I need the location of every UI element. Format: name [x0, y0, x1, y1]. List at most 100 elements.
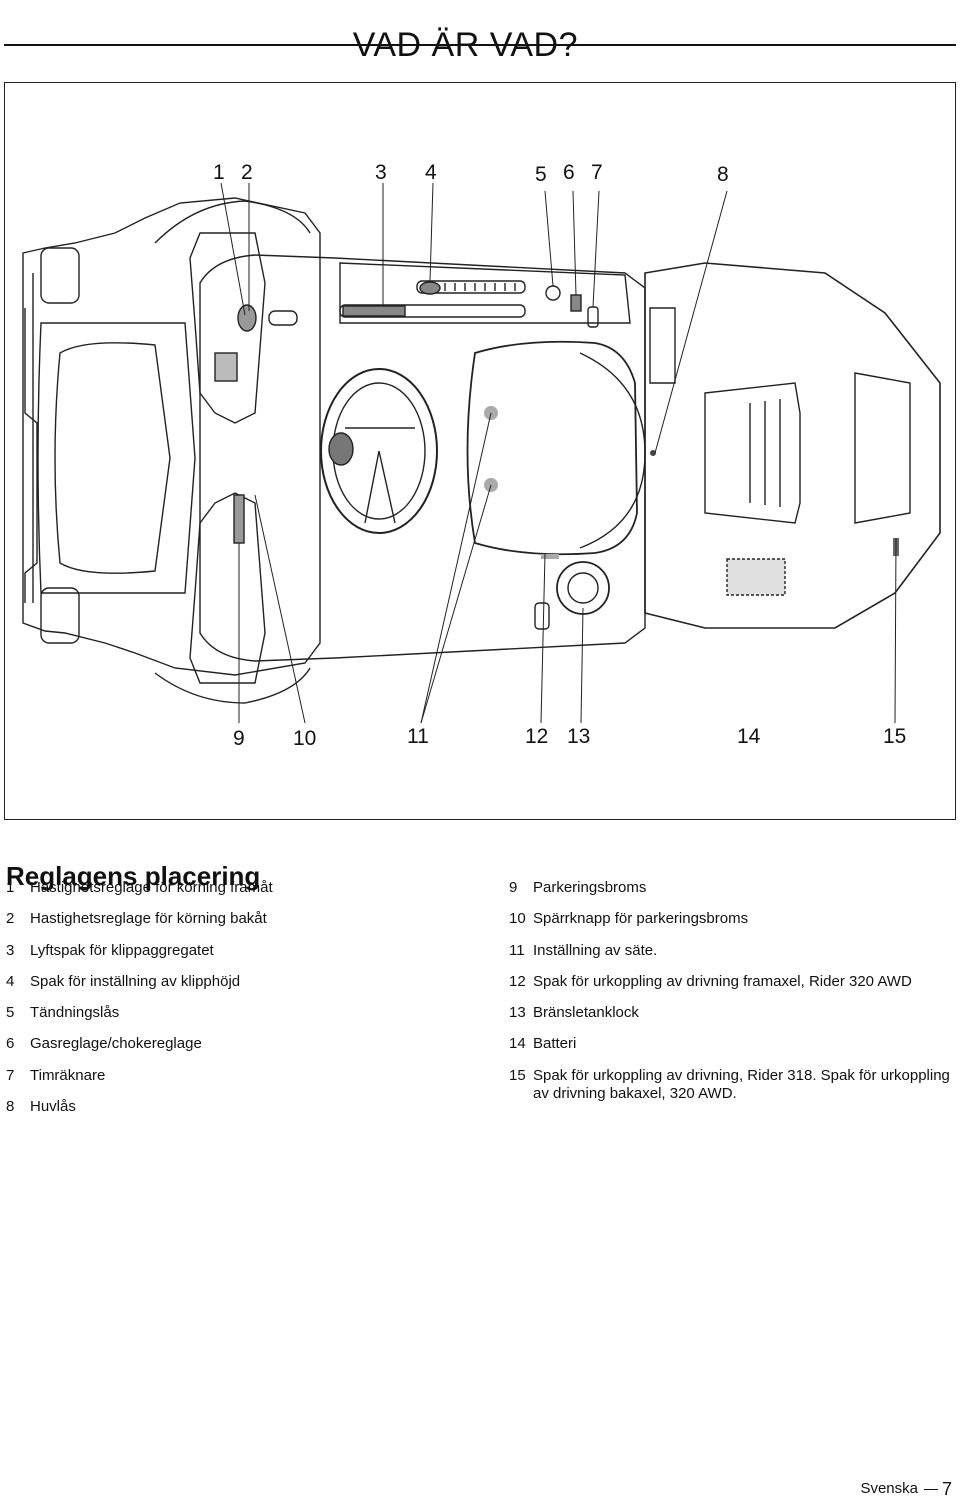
callouts: 1 2 3 4 5 6 7 8 9 10 11 12 13 14 15 — [213, 161, 906, 750]
callout-7: 7 — [591, 161, 603, 184]
mower-deck-outline — [22, 197, 321, 676]
legend-text: Spak för urkoppling av drivning, Rider 3… — [533, 1066, 950, 1102]
legend-number: 15 — [509, 1066, 526, 1084]
deck-cutter-housing — [37, 322, 196, 594]
callout-6: 6 — [563, 161, 575, 184]
callout-15: 15 — [883, 725, 906, 748]
page-footer: Svenska 7 — [860, 1480, 952, 1498]
page-number: 7 — [941, 1479, 952, 1499]
legend-item: 10 Spärrknapp för parkeringsbroms — [509, 910, 955, 928]
legend-number: 7 — [6, 1066, 15, 1084]
chassis-left — [189, 232, 266, 424]
lift-lever-handle — [342, 305, 406, 317]
hood-vent-1 — [749, 399, 781, 507]
legend-number: 12 — [509, 972, 526, 990]
deck-front-arc — [154, 200, 311, 244]
callout-14: 14 — [737, 725, 761, 748]
callout-13: 13 — [567, 725, 590, 748]
mower-illustration: 1 2 3 4 5 6 7 8 9 10 11 12 13 14 15 — [22, 161, 941, 750]
seat — [466, 340, 638, 556]
steering-wheel — [320, 368, 438, 534]
hood-grille — [704, 382, 801, 524]
throttle-lever — [570, 294, 582, 312]
callout-9: 9 — [233, 727, 245, 750]
legend-number: 1 — [6, 879, 15, 896]
legend-number: 10 — [509, 910, 526, 928]
legend-item: 5 Tändningslås — [6, 1004, 476, 1022]
legend-number: 11 — [509, 941, 525, 959]
page-header: VAD ÄR VAD? — [0, 0, 960, 64]
legend-number: 14 — [509, 1035, 526, 1053]
legend-number: 4 — [6, 972, 15, 990]
callout-11: 11 — [407, 725, 429, 748]
legend-text: Parkeringsbroms — [533, 879, 647, 896]
legend-item: 4 Spak för inställning av klipphöjd — [6, 973, 476, 991]
forward-pedal — [237, 304, 257, 332]
legend-number: 6 — [6, 1035, 15, 1053]
hood-lamp-cluster — [854, 372, 911, 524]
deck-front-plate — [24, 308, 38, 603]
leader-lines — [220, 182, 897, 724]
callout-1: 1 — [213, 161, 225, 184]
callout-8: 8 — [717, 163, 729, 186]
callout-3: 3 — [375, 161, 387, 184]
hood-latch — [650, 450, 656, 456]
callout-12: 12 — [525, 725, 548, 748]
steering-spokes — [345, 427, 415, 524]
hour-meter — [587, 306, 599, 328]
legend-item: 13 Bränsletanklock — [509, 1004, 955, 1022]
legend-item: 2 Hastighetsreglage för körning bakåt — [6, 910, 476, 928]
legend-number: 5 — [6, 1004, 15, 1022]
legend-text: Inställning av säte. — [533, 941, 658, 959]
mower-diagram: 1 2 3 4 5 6 7 8 9 10 11 12 13 14 15 — [4, 82, 956, 820]
legend-item: 11 Inställning av säte. — [509, 942, 955, 960]
legend-text: Spak för inställning av klipphöjd — [30, 972, 241, 990]
legend-text: Batteri — [533, 1035, 577, 1053]
fuel-cap — [556, 561, 610, 615]
steering-hub — [328, 432, 354, 466]
legend-item: 6 Gasreglage/chokereglage — [6, 1035, 476, 1053]
height-lever-slot — [416, 280, 526, 294]
legend-item: 8 Huvlås — [6, 1098, 476, 1116]
callout-2: 2 — [241, 161, 253, 184]
legend-number: 3 — [6, 941, 15, 959]
hood-side-vent — [649, 307, 676, 384]
legend-text: Tändningslås — [30, 1004, 120, 1022]
legend-number: 8 — [6, 1098, 15, 1116]
front-axle-lever — [534, 602, 550, 630]
legend-item: 12 Spak för urkoppling av drivning framax… — [509, 973, 955, 991]
height-lever-knob — [419, 281, 441, 295]
height-lever-teeth — [444, 283, 516, 291]
brake-pedal-area — [214, 352, 238, 382]
legend-text: Gasreglage/chokereglage — [30, 1035, 202, 1053]
chassis-left-rear — [189, 492, 266, 684]
legend-item: 7 Timräknare — [6, 1067, 476, 1085]
callout-5: 5 — [535, 163, 547, 186]
hood — [644, 262, 941, 629]
dash-panel — [339, 262, 631, 324]
callout-10: 10 — [293, 727, 316, 750]
legend-text: Spärrknapp för parkeringsbroms — [533, 910, 749, 928]
legend-text: Timräknare — [30, 1066, 106, 1084]
section-heading: Reglagens placering — [6, 860, 261, 891]
legend-item: 3 Lyftspak för klippaggregatet — [6, 942, 476, 960]
legend-number: 2 — [6, 910, 15, 928]
deck-cutter-inner — [54, 342, 171, 574]
footer-language: Svenska — [860, 1480, 918, 1497]
legend-text: Hastighetsreglage för körning bakåt — [30, 910, 267, 928]
header-rule — [4, 44, 956, 46]
legend-text: Spak för urkoppling av drivning framaxel… — [533, 972, 912, 990]
deck-wheel-front — [40, 247, 80, 304]
legend-text: Huvlås — [30, 1098, 76, 1116]
legend-number: 13 — [509, 1004, 526, 1022]
deck-rear-arc — [154, 667, 311, 704]
reverse-pedal — [268, 310, 298, 326]
legend-text: Bränsletanklock — [533, 1004, 639, 1022]
battery — [726, 558, 786, 596]
callout-4: 4 — [425, 161, 437, 184]
legend-text: Lyftspak för klippaggregatet — [30, 941, 214, 959]
